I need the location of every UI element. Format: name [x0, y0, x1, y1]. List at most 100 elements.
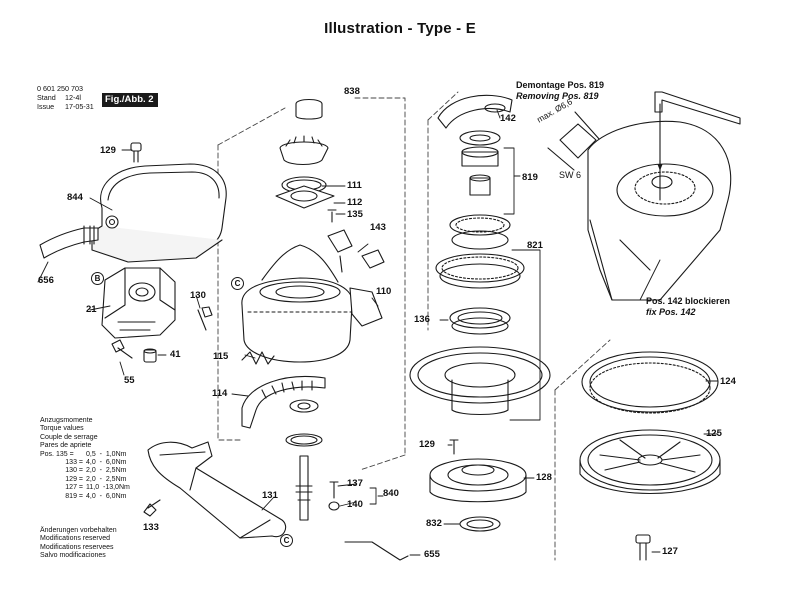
spring-115-part	[242, 352, 274, 364]
torque-row: 129 =2,0 - 2,5Nm	[40, 476, 130, 484]
torque-heading-fr: Couple de serrage	[40, 433, 98, 441]
torque-pos: Pos. 135 =	[40, 450, 74, 458]
torque-pos: 129 =	[65, 475, 83, 483]
spindle-shaft-part	[286, 400, 322, 520]
motor-housing-part	[242, 245, 382, 362]
torque-pos: 133 =	[65, 459, 83, 467]
demontage-de: Demontage Pos. 819	[516, 80, 605, 90]
callout-655: 655	[424, 549, 440, 560]
callout-c-circle-2: C	[280, 534, 293, 547]
leader-lines	[38, 110, 718, 555]
guard-band-part	[242, 377, 325, 428]
block-en: fix Pos. 142	[646, 306, 696, 317]
changes-es: Salvo modificaciones	[40, 552, 106, 560]
part-number: 0 601 250 703	[37, 84, 83, 93]
backing-pad-125-part	[580, 430, 720, 494]
callout-840: 840	[383, 488, 399, 499]
callout-112: 112	[347, 197, 363, 208]
screw-112-part	[328, 210, 336, 222]
torque-row: 130 =2,0 - 2,5Nm	[40, 467, 130, 475]
protective-cover-142-part	[438, 95, 512, 128]
block-note: Pos. 142 blockieren fix Pos. 142	[646, 296, 730, 317]
callout-124: 124	[720, 376, 736, 387]
torque-range: 4,0 - 6,0Nm	[86, 492, 127, 500]
demontage-note: Demontage Pos. 819 Removing Pos. 819	[516, 80, 604, 101]
callout-111: 111	[347, 180, 362, 191]
callout-127: 127	[662, 546, 678, 557]
callout-832: 832	[426, 518, 442, 529]
callout-125: 125	[706, 428, 722, 439]
torque-row: Pos. 135 = 0,5 - 1,0Nm	[40, 451, 130, 459]
torque-heading-de: Anzugsmomente	[40, 417, 93, 424]
torque-row: 133 =4,0 - 6,0Nm	[40, 459, 130, 467]
callout-821: 821	[527, 240, 543, 251]
handle-cover-part	[92, 164, 226, 262]
torque-range: 2,0 - 2,5Nm	[86, 475, 127, 483]
callout-115: 115	[213, 351, 229, 362]
torque-row: 819 =4,0 - 6,0Nm	[40, 493, 130, 501]
block-de: Pos. 142 blockieren	[646, 296, 731, 306]
callout-b-circle: B	[91, 272, 104, 285]
ring-832-part	[460, 517, 500, 531]
screw-133-part	[144, 500, 160, 516]
pin-137-part	[330, 482, 338, 498]
callout-129-right: 129	[419, 439, 435, 450]
seal-ring-136-part	[450, 308, 510, 334]
torque-pos: 130 =	[65, 467, 83, 475]
callout-c-circle: C	[231, 277, 244, 290]
callout-41: 41	[170, 349, 181, 360]
screw-127-part	[636, 535, 650, 560]
handle-bar-part	[148, 442, 286, 538]
washer-140-part	[329, 502, 339, 510]
nut-41-part	[144, 349, 156, 362]
callout-143: 143	[370, 222, 386, 233]
callout-838: 838	[344, 86, 360, 97]
torque-table: Anzugsmomente Torque values Couple de se…	[40, 417, 130, 501]
callout-819: 819	[522, 172, 538, 183]
callout-142: 142	[500, 113, 516, 124]
callout-130: 130	[190, 290, 206, 301]
wrench-size-label: SW 6	[559, 170, 582, 180]
gasket-plate-part	[410, 347, 550, 415]
callout-140: 140	[347, 499, 363, 510]
figure-badge: Fig./Abb. 2	[102, 93, 158, 107]
torque-range: 0,5 - 1,0Nm	[86, 450, 127, 458]
callout-114: 114	[212, 388, 228, 399]
bevel-gear-stack-part	[276, 100, 334, 209]
issue-label: Issue	[37, 102, 55, 111]
auxiliary-handle-part	[40, 226, 98, 258]
demontage-en: Removing Pos. 819	[516, 90, 599, 101]
callout-128: 128	[536, 472, 552, 483]
hex-key-655-part	[345, 542, 408, 560]
brush-set-part	[328, 230, 384, 272]
screw-129-part	[131, 143, 141, 162]
screw-130-part	[198, 307, 212, 330]
callout-133: 133	[143, 522, 159, 533]
callout-21: 21	[86, 304, 97, 315]
stand-label: Stand	[37, 93, 56, 102]
torque-heading-es: Pares de apriete	[40, 442, 92, 450]
gear-housing-part	[102, 268, 175, 338]
socket-detail	[548, 112, 600, 170]
screw-129b-part	[450, 440, 458, 454]
callout-129: 129	[100, 145, 116, 156]
torque-range: 2,0 - 2,5Nm	[86, 467, 127, 475]
callout-135: 135	[347, 209, 363, 220]
changes-de: Änderungen vorbehalten	[40, 527, 117, 534]
changes-fr: Modifications reservees	[40, 543, 114, 551]
torque-range: 11,0 -13,0Nm	[86, 484, 130, 492]
callout-656: 656	[38, 275, 54, 286]
torque-heading-en: Torque values	[40, 425, 84, 433]
callout-110: 110	[376, 286, 392, 297]
torque-pos: 127 =	[65, 484, 83, 492]
changes-en: Modifications reserved	[40, 535, 111, 543]
torque-range: 4,0 - 6,0Nm	[86, 459, 127, 467]
callout-137: 137	[347, 478, 363, 489]
diagram-title: Illustration - Type - E	[324, 20, 476, 37]
callout-844: 844	[67, 192, 83, 203]
ring-124-part	[582, 352, 718, 413]
callout-55: 55	[124, 375, 135, 386]
issue-value: 17-05-31	[65, 102, 94, 111]
